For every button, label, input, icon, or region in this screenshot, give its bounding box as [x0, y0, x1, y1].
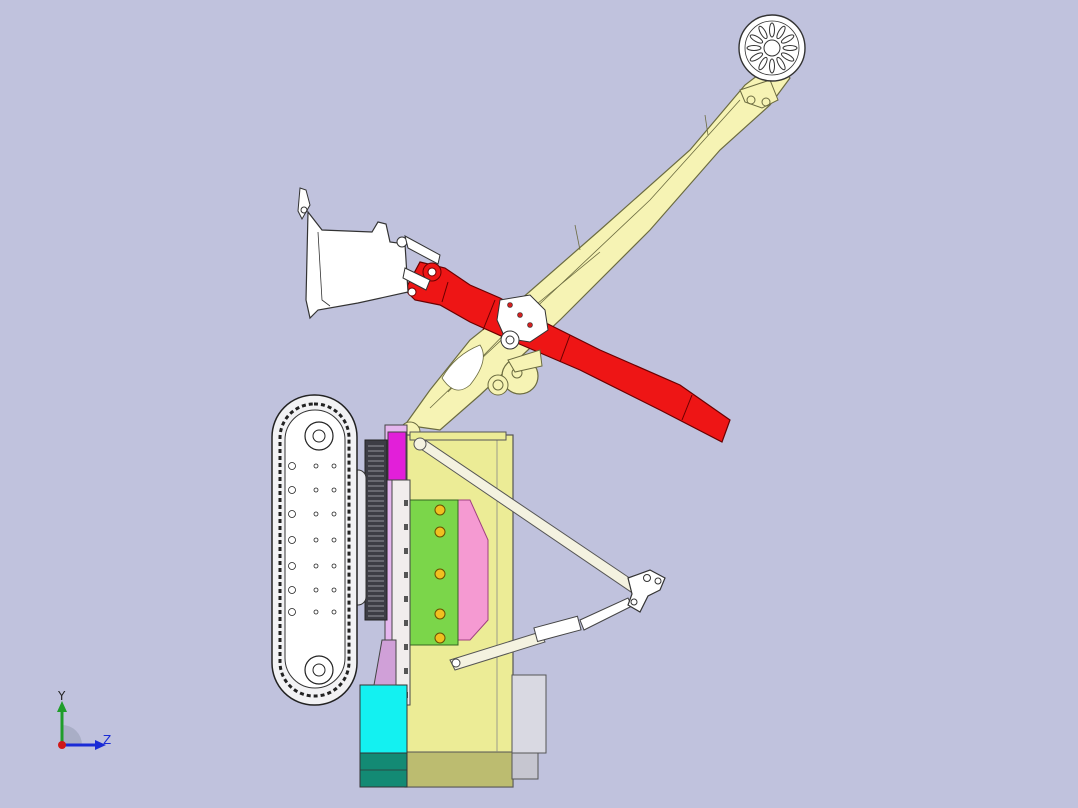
- track-frame[interactable]: [271, 394, 358, 706]
- track-hole: [331, 537, 337, 543]
- bolt: [434, 526, 446, 538]
- gear-plate[interactable]: [409, 499, 459, 646]
- origin-marker: [58, 741, 66, 749]
- wheel-spoke: [749, 34, 764, 44]
- red-arm[interactable]: [404, 261, 731, 443]
- wheel-spoke: [769, 22, 775, 38]
- track-hole: [313, 609, 319, 615]
- bucket[interactable]: [297, 187, 441, 320]
- column-mark: [404, 596, 408, 602]
- track-hole: [313, 487, 319, 493]
- rod-end-bracket[interactable]: [627, 569, 666, 613]
- wheel-spoke: [769, 58, 775, 74]
- column-mark: [404, 644, 408, 650]
- track-hole: [288, 486, 296, 494]
- wheel-spoke: [758, 56, 768, 71]
- track-hole: [288, 562, 296, 570]
- y-axis-label: Y: [57, 689, 66, 703]
- wheel-spoke: [776, 56, 786, 71]
- track-hole: [288, 608, 296, 616]
- track-hole: [288, 462, 296, 470]
- column-mark: [404, 500, 408, 506]
- bolt: [434, 632, 446, 644]
- wheel-spoke: [746, 45, 762, 51]
- wheel-spoke: [780, 52, 795, 62]
- track-hole: [313, 587, 319, 593]
- counterweight[interactable]: [511, 674, 547, 780]
- z-axis-arrowhead: [95, 740, 106, 750]
- wheel-spoke: [758, 25, 768, 40]
- track-hole: [331, 511, 337, 517]
- track-hole: [331, 609, 337, 615]
- track-hole: [288, 510, 296, 518]
- column-mark: [404, 620, 408, 626]
- track-hole: [288, 536, 296, 544]
- base-block[interactable]: [359, 639, 408, 788]
- wheel-spoke: [780, 34, 795, 44]
- pivot-bracket[interactable]: [487, 294, 549, 396]
- track-hole: [313, 537, 319, 543]
- axis-triad: Y Z: [57, 689, 111, 750]
- tail-wheel[interactable]: [738, 14, 806, 82]
- track-hole: [331, 587, 337, 593]
- z-axis-label: Z: [103, 733, 111, 747]
- column-mark: [404, 572, 408, 578]
- wheel-spoke: [782, 45, 798, 51]
- bolt: [434, 568, 446, 580]
- column-mark: [404, 548, 408, 554]
- column-mark: [404, 668, 408, 674]
- track-hole: [331, 487, 337, 493]
- column-mark: [404, 524, 408, 530]
- track-hole: [313, 463, 319, 469]
- track-hole: [313, 511, 319, 517]
- track-hole: [288, 586, 296, 594]
- track-hole: [331, 563, 337, 569]
- track-hole: [313, 563, 319, 569]
- y-axis-arrowhead: [57, 701, 67, 712]
- bolt: [434, 608, 446, 620]
- track-hole: [331, 463, 337, 469]
- bolt: [434, 504, 446, 516]
- wheel-spoke: [749, 52, 764, 62]
- hydraulic-cylinder[interactable]: [449, 597, 633, 671]
- wheel-spoke: [776, 25, 786, 40]
